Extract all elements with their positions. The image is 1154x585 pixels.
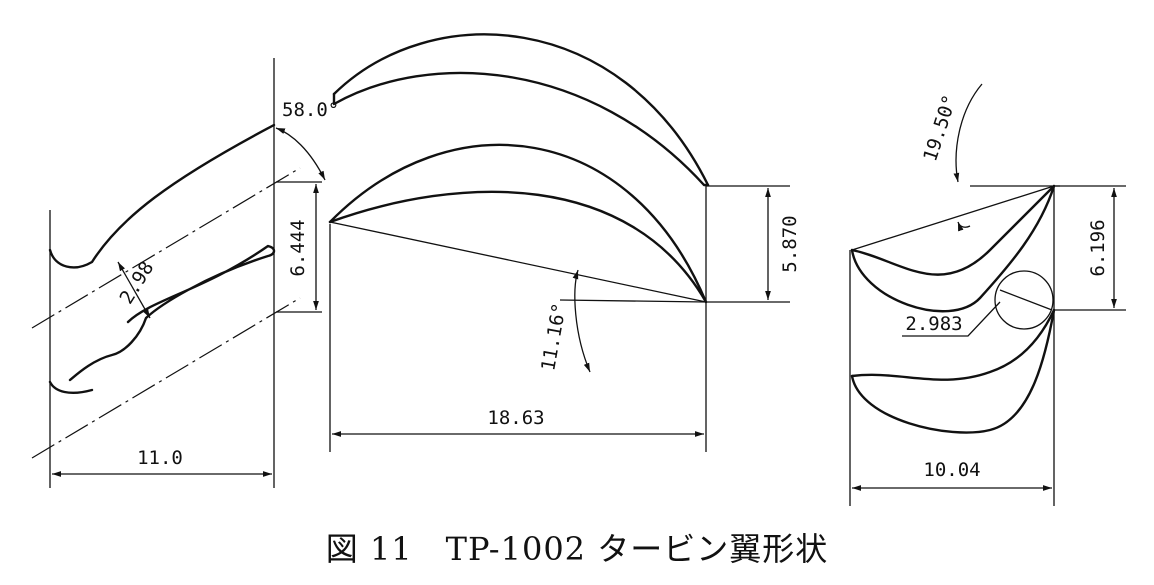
throat-circle xyxy=(994,270,1054,330)
right-chord-line xyxy=(851,185,1055,251)
lower-blade-pressure-side xyxy=(328,190,708,304)
angle-19-arc xyxy=(953,83,983,183)
right-lower-blade-pressure-side xyxy=(850,308,1056,381)
throat-dimension-line xyxy=(117,261,151,319)
throat-radius-label: 2.983 xyxy=(905,313,962,335)
stagger-angle-label: 11.16° xyxy=(537,301,571,372)
blade-profile-middle xyxy=(68,244,276,382)
left-cascade-view: 2.98 58.0° 6.444 11.0 xyxy=(31,58,339,488)
upper-blade-suction-side xyxy=(332,33,710,187)
right-lower-blade-suction-side xyxy=(850,308,1056,434)
figure-caption: 図 11 TP-1002 タービン翼形状 xyxy=(325,530,829,568)
upper-blade-pressure-side xyxy=(332,71,710,187)
axial-width-11-label: 11.0 xyxy=(137,447,183,469)
stagger-angle-arc xyxy=(572,269,591,373)
chord-line xyxy=(329,221,707,303)
blade-profile-upper xyxy=(48,123,276,269)
pitch-6444-label: 6.444 xyxy=(287,219,309,276)
angle-19-arc-lower xyxy=(957,221,971,232)
middle-blade-view: 11.16° 5.870 18.63 xyxy=(328,33,801,452)
lower-blade-suction-side xyxy=(328,143,708,304)
pitch-6196-label: 6.196 xyxy=(1087,219,1109,276)
axial-chord-label: 18.63 xyxy=(487,407,544,429)
blade-profile-lower xyxy=(48,380,94,394)
right-axial-width-label: 10.04 xyxy=(923,459,980,481)
center-line xyxy=(31,297,301,459)
right-cascade-view: 19.50° 2.983 6.196 10.04 xyxy=(849,83,1126,506)
throat-label-leader xyxy=(902,301,1001,337)
axial-line xyxy=(559,299,707,303)
throat-radius-leader xyxy=(999,289,1053,311)
throat-label: 2.98 xyxy=(115,258,158,308)
angle-58-label: 58.0° xyxy=(282,99,339,121)
center-line xyxy=(31,167,301,329)
angle-19-label: 19.50° xyxy=(919,92,961,164)
right-upper-blade-suction-side xyxy=(850,184,1056,313)
pitch-5870-label: 5.870 xyxy=(779,215,801,272)
right-upper-blade-pressure-side xyxy=(850,184,1056,276)
angle-arc-58 xyxy=(275,127,326,181)
